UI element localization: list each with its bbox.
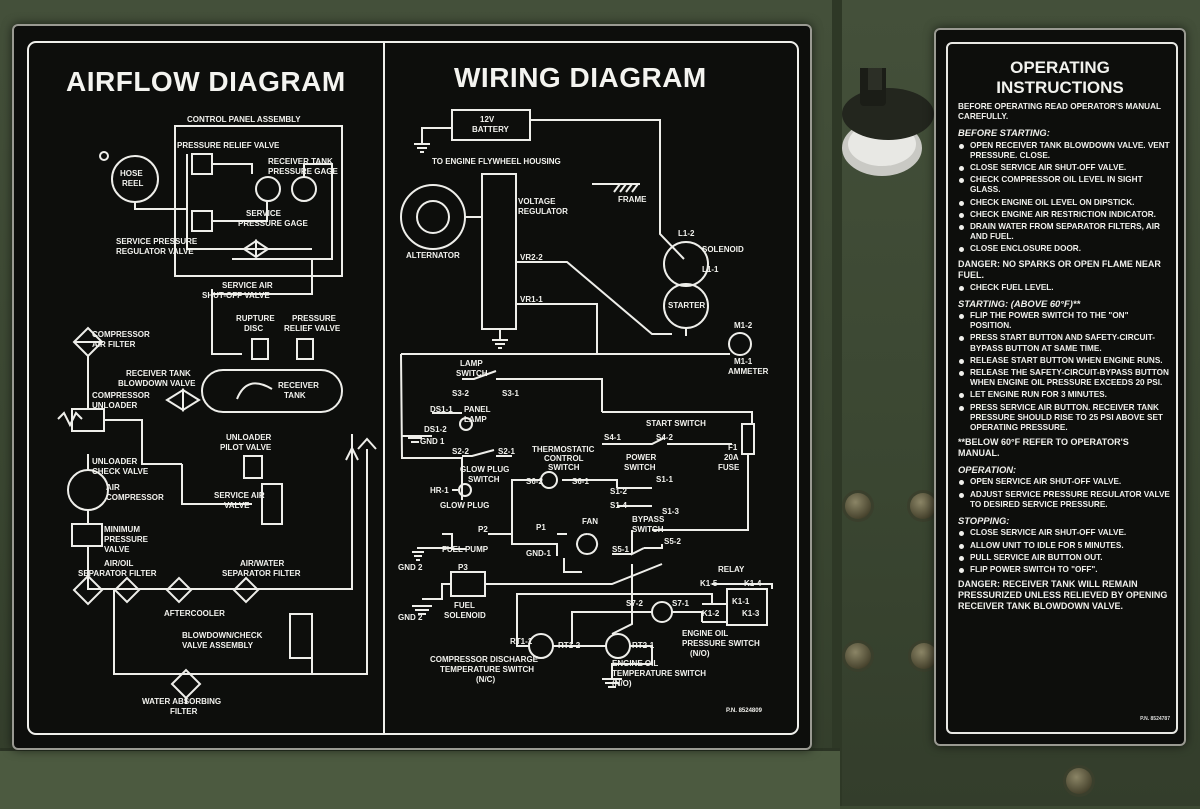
ops-title-2: INSTRUCTIONS — [996, 78, 1124, 97]
ops-starting-list: FLIP THE POWER SWITCH TO THE "ON" POSITI… — [956, 311, 1170, 433]
ops-danger-2: DANGER: RECEIVER TANK WILL REMAIN PRESSU… — [958, 579, 1168, 612]
list-item: OPEN RECEIVER TANK BLOWDOWN VALVE. VENT … — [956, 141, 1170, 161]
panel-seam — [832, 0, 842, 806]
list-item: RELEASE THE SAFETY-CIRCUIT-BYPASS BUTTON… — [956, 368, 1170, 388]
ops-operation-list: OPEN SERVICE AIR SHUT-OFF VALVE. ADJUST … — [956, 477, 1170, 510]
ops-before-heading: BEFORE STARTING: — [958, 127, 1050, 139]
ops-title-1: OPERATING — [1010, 58, 1110, 77]
frame-lip — [0, 748, 840, 809]
ops-part-number: P.N. 8524787 — [1140, 716, 1170, 722]
list-item: CLOSE SERVICE AIR SHUT-OFF VALVE. — [956, 163, 1170, 173]
bolt-icon — [845, 493, 871, 519]
list-item: CHECK ENGINE OIL LEVEL ON DIPSTICK. — [956, 198, 1170, 208]
ops-intro: BEFORE OPERATING READ OPERATOR'S MANUAL … — [958, 102, 1161, 122]
ops-stopping-list: CLOSE SERVICE AIR SHUT-OFF VALVE. ALLOW … — [956, 528, 1170, 575]
list-item: CHECK FUEL LEVEL. — [956, 283, 1170, 293]
diagram-plate: AIRFLOW DIAGRAM WIRING DIAGRAM CONTROL P… — [12, 24, 812, 750]
list-item: PRESS START BUTTON AND SAFETY-CIRCUIT-BY… — [956, 333, 1170, 353]
ops-border — [946, 42, 1178, 734]
fuel-cap-icon — [842, 68, 934, 176]
wiring-title: WIRING DIAGRAM — [454, 62, 707, 93]
list-item: ADJUST SERVICE PRESSURE REGULATOR VALVE … — [956, 490, 1170, 510]
ops-body: BEFORE OPERATING READ OPERATOR'S MANUAL … — [956, 102, 1170, 614]
list-item: RELEASE START BUTTON WHEN ENGINE RUNS. — [956, 356, 1170, 366]
ops-stopping-heading: STOPPING: — [958, 515, 1010, 527]
list-item: ALLOW UNIT TO IDLE FOR 5 MINUTES. — [956, 541, 1170, 551]
ops-below-note: **BELOW 60°F REFER TO OPERATOR'S MANUAL. — [958, 437, 1129, 459]
bolt-icon — [845, 643, 871, 669]
operating-instructions-plate: OPERATING INSTRUCTIONS BEFORE OPERATING … — [934, 28, 1186, 746]
list-item: CLOSE ENCLOSURE DOOR. — [956, 244, 1170, 254]
list-item: PULL SERVICE AIR BUTTON OUT. — [956, 553, 1170, 563]
list-item: FLIP POWER SWITCH TO "OFF". — [956, 565, 1170, 575]
diagram-drawing — [27, 41, 799, 735]
bolt-icon — [911, 643, 937, 669]
bolt-icon — [1066, 768, 1092, 794]
list-item: LET ENGINE RUN FOR 3 MINUTES. — [956, 390, 1170, 400]
ops-danger-1: DANGER: NO SPARKS OR OPEN FLAME NEAR FUE… — [958, 258, 1161, 280]
list-item: DRAIN WATER FROM SEPARATOR FILTERS, AIR … — [956, 222, 1170, 242]
list-item: CLOSE SERVICE AIR SHUT-OFF VALVE. — [956, 528, 1170, 538]
airflow-title: AIRFLOW DIAGRAM — [66, 66, 346, 97]
ops-operation-heading: OPERATION: — [958, 464, 1017, 476]
ops-before-list: OPEN RECEIVER TANK BLOWDOWN VALVE. VENT … — [956, 141, 1170, 255]
list-item: FLIP THE POWER SWITCH TO THE "ON" POSITI… — [956, 311, 1170, 331]
list-item: PRESS SERVICE AIR BUTTON. RECEIVER TANK … — [956, 403, 1170, 434]
bolt-icon — [910, 493, 936, 519]
ops-starting-heading: STARTING: (ABOVE 60°F)** — [958, 297, 1081, 309]
list-item: CHECK COMPRESSOR OIL LEVEL IN SIGHT GLAS… — [956, 175, 1170, 195]
list-item: OPEN SERVICE AIR SHUT-OFF VALVE. — [956, 477, 1170, 487]
list-item: CHECK ENGINE AIR RESTRICTION INDICATOR. — [956, 210, 1170, 220]
